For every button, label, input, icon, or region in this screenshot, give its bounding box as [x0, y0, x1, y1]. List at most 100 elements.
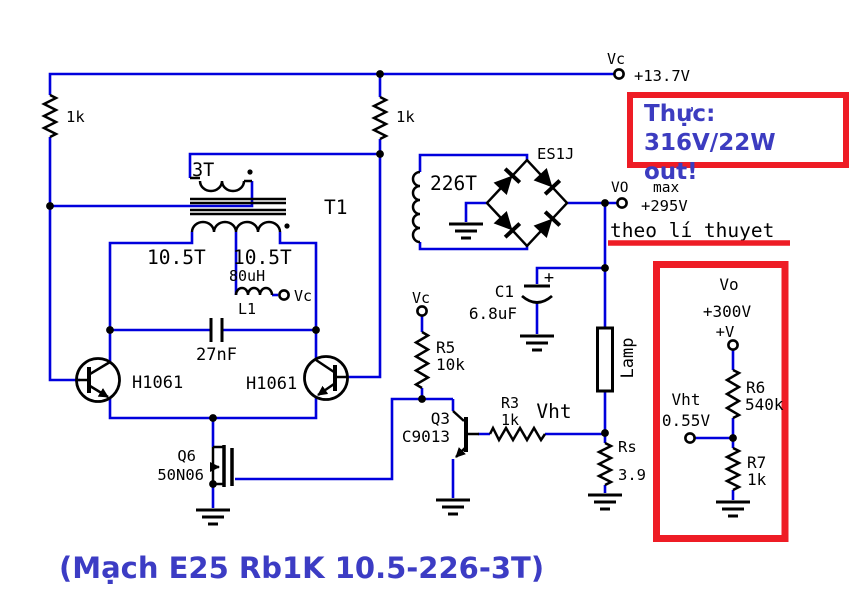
label-lamp: Lamp — [618, 338, 638, 379]
inductor-l1: 80uH L1 Vc — [229, 267, 312, 318]
vo-terminal — [616, 197, 628, 209]
phase-dot-3t — [247, 169, 253, 175]
label-div-r6: R6 — [746, 378, 765, 397]
label-div-plus-v: +V — [716, 323, 735, 341]
label-div-540k: 540k — [745, 395, 784, 414]
ground-rs — [586, 493, 624, 511]
junction-dot — [106, 326, 114, 334]
label-vo-max: max — [653, 180, 679, 196]
bridge-diode-lb — [477, 193, 537, 256]
supply-terminal: Vc +13.7V — [607, 50, 690, 85]
label-6-8uf: 6.8uF — [469, 304, 517, 323]
label-q6: Q6 — [177, 447, 196, 465]
label-rs-3-9: 3.9 — [618, 466, 646, 484]
c1-bottom-plate — [521, 294, 553, 304]
q-right-collector — [315, 358, 335, 374]
label-c1-plus: + — [544, 268, 554, 288]
bridge-es1j: ES1J — [477, 145, 577, 256]
transistor-h1061-right: H1061 — [246, 355, 349, 401]
label-1k-left: 1k — [66, 108, 85, 126]
wire-top-rail — [48, 72, 614, 95]
core-lines — [190, 197, 286, 216]
label-c1: C1 — [495, 282, 514, 301]
junction-dots — [46, 70, 737, 488]
wire-226t-bottom — [418, 242, 529, 251]
label-10-5t-right: 10.5T — [233, 246, 292, 269]
driver-stage: Vc R5 10k Q3 C9013 R3 1k Vht — [402, 289, 572, 458]
label-theory-note: theo lí thuyet — [610, 219, 774, 242]
q3-collector-lead — [452, 410, 465, 422]
junction-dot — [376, 70, 384, 78]
label-80uh: 80uH — [229, 267, 265, 285]
label-vc-top: Vc — [607, 50, 625, 68]
junction-dot — [601, 199, 609, 207]
capacitor-27nf: 27nF — [196, 318, 237, 365]
junction-dot — [312, 326, 320, 334]
q-left-body — [75, 357, 121, 403]
ground-c1 — [518, 334, 556, 352]
ground-bridge — [447, 222, 485, 240]
junction-dot — [209, 414, 217, 422]
label-50n06: 50N06 — [157, 466, 204, 484]
label-div-r7: R7 — [747, 453, 766, 472]
label-rs: Rs — [618, 438, 637, 456]
resistor-r7-body — [724, 446, 742, 492]
q-left-collector — [89, 360, 111, 376]
output-terminal: VO max +295V theo lí thuyet — [608, 180, 790, 246]
label-10k: 10k — [436, 355, 465, 374]
label-c9013: C9013 — [402, 427, 450, 446]
label-q3: Q3 — [431, 409, 450, 428]
wire-3t-to-right-base — [188, 152, 380, 178]
label-10-5t-left: 10.5T — [147, 246, 206, 269]
q-right-emitter — [317, 382, 335, 397]
ground-q3 — [434, 498, 472, 516]
winding-3t — [190, 176, 252, 193]
phase-dot-primary — [284, 223, 290, 229]
label-div-vo: Vo — [719, 275, 738, 294]
mosfet-q6: Q6 50N06 — [157, 445, 234, 487]
label-div-055v: 0.55V — [662, 411, 711, 430]
ground-q6 — [194, 508, 232, 526]
divider-inset: Vo +300V +V R6 540k Vht 0.55V R7 1k — [653, 261, 789, 542]
junction-dot — [418, 395, 426, 403]
resistor-r6-body — [724, 368, 742, 420]
lamp-body — [596, 326, 614, 393]
junction-dot — [729, 434, 737, 442]
label-r5: R5 — [436, 338, 455, 357]
div-vht-terminal — [684, 432, 696, 444]
junction-dot — [46, 202, 54, 210]
label-r5-vc: Vc — [412, 289, 430, 307]
transformer-t1: 3T T1 10.5T 10.5T — [147, 160, 347, 269]
resistor-rs-body — [596, 441, 614, 487]
resistor-1k-right-body — [371, 95, 389, 141]
label-r3: R3 — [501, 394, 519, 412]
c27-plates — [209, 318, 224, 342]
label-h1061-left: H1061 — [132, 373, 183, 393]
resistors — [41, 93, 742, 492]
wire-226t-top — [418, 153, 529, 172]
resistor-1k-left-body — [41, 93, 59, 139]
callout-line2: out! — [644, 159, 698, 185]
junction-dot — [209, 480, 217, 488]
label-l1: L1 — [238, 300, 256, 318]
label-div-vht: Vht — [672, 390, 701, 409]
winding-primary — [190, 220, 282, 233]
junction-dot — [601, 429, 609, 437]
label-3t: 3T — [192, 160, 214, 181]
lamp: Lamp — [596, 326, 638, 393]
label-vo: VO — [611, 180, 628, 196]
label-226t: 226T — [430, 172, 477, 195]
wire-primary-right — [278, 232, 318, 360]
label-div-r7-1k: 1k — [747, 470, 767, 489]
resistor-r3-body — [488, 425, 547, 443]
sense-resistor: Rs 3.9 — [618, 438, 646, 484]
q-left-emitter — [89, 384, 109, 399]
bridge-diode-br — [517, 193, 577, 256]
r5-vc-terminal — [416, 305, 428, 317]
wire-c1-top — [535, 266, 605, 284]
label-t1: T1 — [324, 196, 347, 219]
transistor-h1061-left: H1061 — [75, 357, 183, 403]
wire-left-rail — [48, 137, 80, 382]
label-r3-1k: 1k — [501, 411, 519, 429]
